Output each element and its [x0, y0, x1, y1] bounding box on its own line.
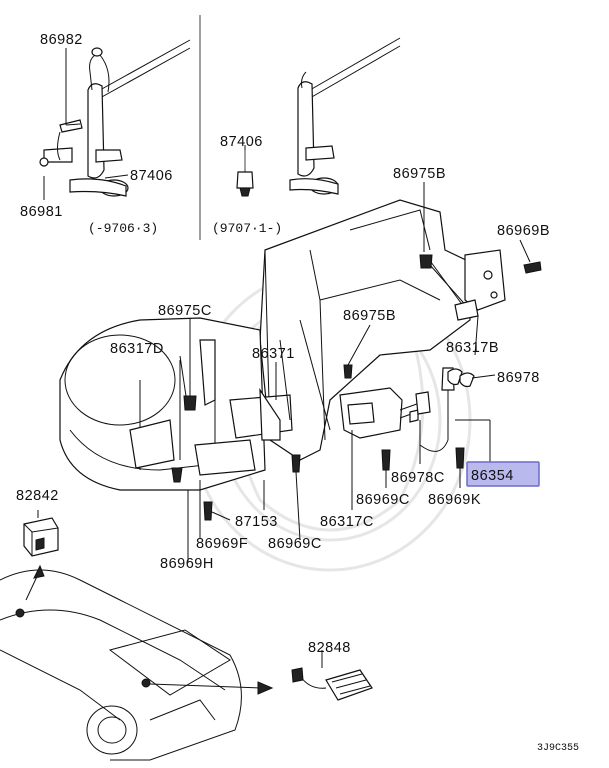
date-range-right: (9707·1-) — [212, 221, 282, 236]
label-86969k: 86969K — [428, 492, 481, 508]
label-86969f: 86969F — [196, 536, 248, 552]
label-87406-mid: 87406 — [220, 134, 263, 150]
label-86969c-a: 86969C — [356, 492, 410, 508]
label-86317d: 86317D — [110, 341, 164, 357]
actuator-86317c — [339, 387, 429, 439]
hvac-unit-body — [59, 199, 471, 491]
label-87406-left: 87406 — [130, 168, 173, 184]
label-86371: 86371 — [252, 346, 295, 362]
label-86981: 86981 — [20, 204, 63, 220]
label-82842: 82842 — [16, 488, 59, 504]
label-86317c: 86317C — [320, 514, 374, 530]
part-82848 — [291, 667, 373, 701]
label-86969c-b: 86969C — [268, 536, 322, 552]
label-86978c: 86978C — [391, 470, 445, 486]
date-range-left: (-9706·3) — [88, 221, 158, 236]
actuator-86317b — [427, 249, 506, 321]
label-86978: 86978 — [497, 370, 540, 386]
right-sensor-assembly — [289, 37, 401, 195]
left-sensor-assembly — [39, 39, 191, 197]
part-82842 — [23, 517, 59, 557]
clip-86978 — [447, 368, 475, 388]
label-86975c: 86975C — [158, 303, 212, 319]
label-86982: 86982 — [40, 32, 83, 48]
label-87153: 87153 — [235, 514, 278, 530]
label-86969b: 86969B — [497, 223, 550, 239]
label-82848: 82848 — [308, 640, 351, 656]
vehicle-outline — [0, 569, 242, 761]
label-86354: 86354 — [471, 468, 514, 484]
screw-set — [171, 254, 542, 521]
sensor-87406 — [236, 148, 254, 197]
label-86317b: 86317B — [446, 340, 499, 356]
label-86975b-mid: 86975B — [343, 308, 396, 324]
leader-lines — [25, 48, 531, 695]
highlight-86354 — [466, 461, 540, 487]
label-86969h: 86969H — [160, 556, 214, 572]
diagram-code: 3J9C355 — [537, 743, 579, 754]
part-number-labels: 86982 87406 86981 87406 86975B 86969B 86… — [16, 32, 550, 656]
label-86975b-top: 86975B — [393, 166, 446, 182]
